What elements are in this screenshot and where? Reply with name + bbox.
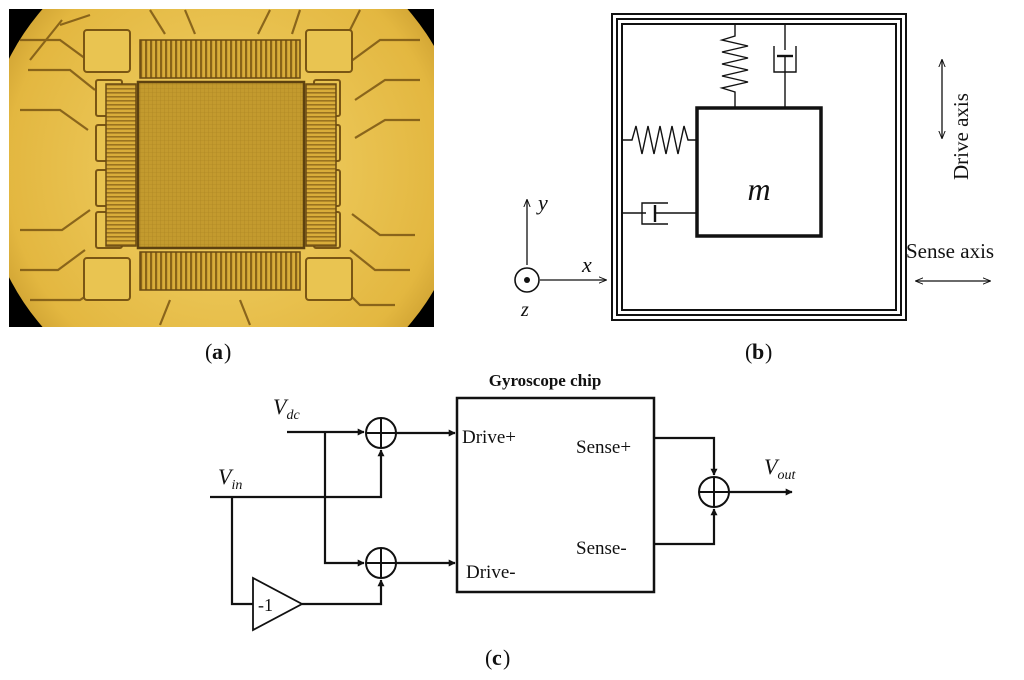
- frame-inner: [621, 23, 897, 311]
- frame-outer: [611, 13, 907, 321]
- vin-label: Vin: [218, 464, 242, 493]
- port-sense-minus: Sense-: [576, 538, 627, 559]
- inverter-gain-label: -1: [258, 595, 273, 615]
- gyroscope-chip-block: [455, 396, 656, 594]
- proof-mass: [695, 106, 823, 238]
- panel-a-paren-open: (: [205, 339, 212, 364]
- panel-b-paren-close: ): [765, 339, 772, 364]
- panel-a-paren-close: ): [224, 339, 231, 364]
- summing-junction-bottom: [365, 547, 397, 579]
- panel-b-caption: ( b ): [745, 339, 772, 364]
- axis-z-label: z: [520, 299, 529, 321]
- axis-x-label: x: [581, 252, 592, 277]
- vdc-label: Vdc: [273, 394, 300, 423]
- panel-c-caption: ( c ): [485, 645, 510, 670]
- panel-b-paren-open: (: [745, 339, 752, 364]
- drive-spring: [719, 24, 749, 108]
- vout-label: Vout: [764, 454, 796, 483]
- port-sense-plus: Sense+: [576, 437, 631, 458]
- panel-a-label: a: [212, 339, 223, 364]
- panel-c-paren-close: ): [503, 645, 510, 670]
- sense-spring: [622, 125, 697, 155]
- signal-wires: [210, 428, 793, 606]
- mass-label: m: [747, 171, 770, 207]
- spring-mass-model: m Drive axis Sense axis: [514, 13, 994, 321]
- micrograph-of-gyroscope-chip: [9, 9, 434, 327]
- sense-axis-label: Sense axis: [906, 239, 994, 263]
- drive-damper: [773, 24, 797, 108]
- summing-junction-top: [365, 417, 397, 449]
- drive-axis-label: Drive axis: [949, 93, 973, 180]
- coordinate-axes: y x z: [514, 190, 606, 321]
- port-drive-minus: Drive-: [466, 562, 516, 583]
- port-drive-plus: Drive+: [462, 427, 516, 448]
- readout-block-diagram: Gyroscope chip Drive+ Drive- Sense+ Sens…: [210, 371, 796, 632]
- sense-damper: [622, 202, 697, 225]
- panel-b-label: b: [752, 339, 764, 364]
- panel-c-label: c: [492, 645, 502, 670]
- panel-a-caption: ( a ): [205, 339, 231, 364]
- frame-middle: [616, 18, 902, 316]
- summing-junction-output: [698, 476, 730, 508]
- panel-c-paren-open: (: [485, 645, 492, 670]
- axis-y-label: y: [536, 190, 548, 215]
- gyroscope-chip-title: Gyroscope chip: [489, 371, 602, 390]
